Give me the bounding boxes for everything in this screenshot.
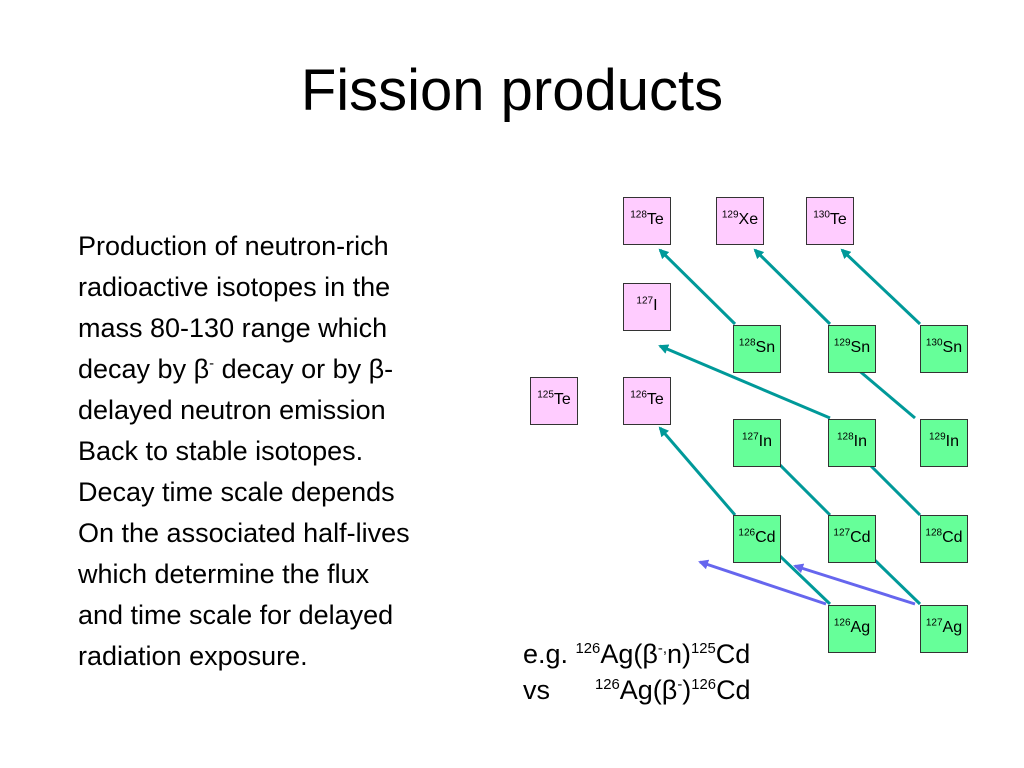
decay-particle: n) xyxy=(666,639,691,669)
body-line: On the associated half-lives xyxy=(78,518,410,548)
isotope-cd126: 126Cd xyxy=(733,515,781,563)
body-line: radiation exposure. xyxy=(78,641,308,671)
description-text: Production of neutron-rich radioactive i… xyxy=(78,226,518,677)
decay-arrow xyxy=(753,248,832,326)
example-line-2: vs 126Ag(β-)126Cd xyxy=(523,672,751,708)
body-line: and time scale for delayed xyxy=(78,600,394,630)
decay-arrow xyxy=(658,344,831,420)
isotope-ag127: 127Ag xyxy=(920,605,968,653)
body-line-beta: decay by β- decay or by β- xyxy=(78,349,518,390)
decay-particle: ) xyxy=(682,675,692,705)
body-line: which determine the flux xyxy=(78,559,370,589)
isotope-te130: 130Te xyxy=(806,197,854,245)
isotope-sn129: 129Sn xyxy=(828,325,876,373)
isotope-te126: 126Te xyxy=(623,377,671,425)
body-line: delayed neutron emission xyxy=(78,395,386,425)
example-prefix: vs xyxy=(523,675,550,705)
neutron-emission-arrow xyxy=(793,563,916,606)
mass-number: 126 xyxy=(595,677,620,693)
body-line: Back to stable isotopes. xyxy=(78,436,364,466)
body-line: radioactive isotopes in the xyxy=(78,272,391,302)
body-line-end: - xyxy=(384,354,394,384)
neutron-emission-arrow xyxy=(698,559,827,606)
body-line: mass 80-130 range which xyxy=(78,313,388,343)
mass-number: 126 xyxy=(575,641,601,657)
beta-superscript: - xyxy=(209,356,215,372)
isotope-in127: 127In xyxy=(733,419,781,467)
isotope-cd128: 128Cd xyxy=(920,515,968,563)
decay-superscript: -, xyxy=(657,641,667,657)
element-symbol: Ag(β xyxy=(600,639,658,669)
element-symbol: Cd xyxy=(716,675,751,705)
isotope-te125: 125Te xyxy=(530,377,578,425)
slide-title: Fission products xyxy=(300,58,724,123)
element-symbol: Ag(β xyxy=(619,675,678,705)
isotope-i127: 127I xyxy=(623,283,671,331)
isotope-sn128: 128Sn xyxy=(733,325,781,373)
isotope-in129: 129In xyxy=(920,419,968,467)
mass-number: 126 xyxy=(691,677,717,693)
decay-arrow xyxy=(658,248,737,326)
body-line: Decay time scale depends xyxy=(78,477,395,507)
isotope-te128: 128Te xyxy=(623,197,671,245)
isotope-in128: 128In xyxy=(828,419,876,467)
body-line-start: decay by β xyxy=(78,354,210,384)
isotope-ag126: 126Ag xyxy=(828,605,876,653)
example-prefix: e.g. xyxy=(523,639,576,669)
decay-arrow xyxy=(840,248,922,326)
body-line-mid: decay or by β xyxy=(214,354,385,384)
isotope-xe129: 129Xe xyxy=(716,197,764,245)
decay-superscript: - xyxy=(677,677,683,693)
decay-arrow xyxy=(658,426,737,516)
example-line-1: e.g. 126Ag(β-,n)125Cd xyxy=(523,636,751,672)
decay-example: e.g. 126Ag(β-,n)125Cd vs 126Ag(β-)126Cd xyxy=(523,636,751,708)
element-symbol: Cd xyxy=(715,639,751,669)
body-line: Production of neutron-rich xyxy=(78,231,389,261)
mass-number: 125 xyxy=(690,641,716,657)
isotope-sn130: 130Sn xyxy=(920,325,968,373)
isotope-cd127: 127Cd xyxy=(828,515,876,563)
